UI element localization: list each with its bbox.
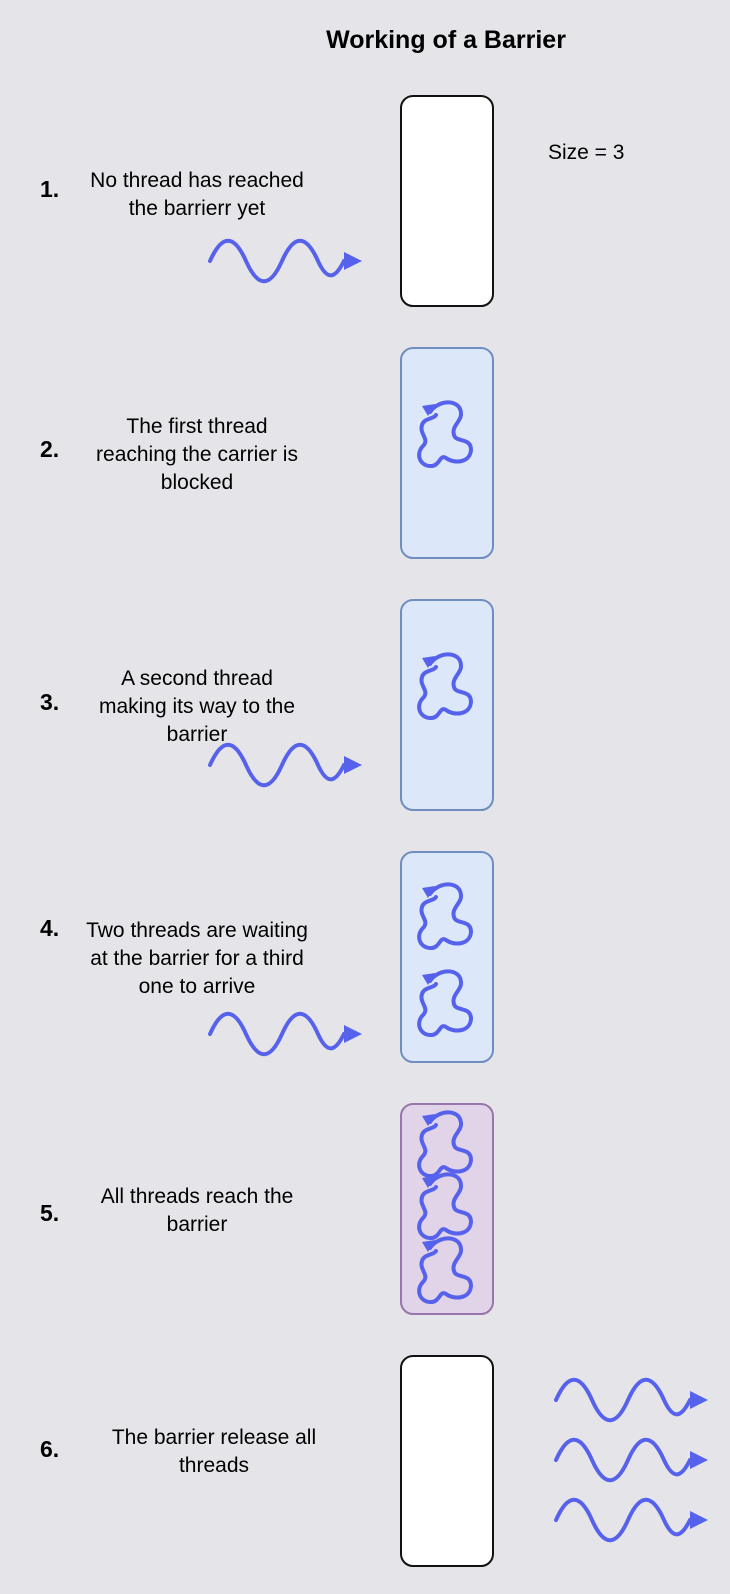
step-4-line-2: at the barrier for a third xyxy=(90,947,304,970)
step-6-line-1: The barrier release all xyxy=(111,1426,317,1449)
step-2-line-3: blocked xyxy=(160,471,234,494)
step-5-description: All threads reach the barrier xyxy=(57,1183,337,1239)
wavy-arrow-icon xyxy=(554,1377,710,1423)
step-1-description: No thread has reached the barrierr yet xyxy=(57,167,337,223)
barrier-box-step-1 xyxy=(400,95,494,307)
step-3-line-2: making its way to the xyxy=(98,695,296,718)
step-4-line-1: Two threads are waiting xyxy=(86,919,308,942)
diagram-title: Working of a Barrier xyxy=(326,26,566,54)
step-1-line-1: No thread has reached xyxy=(90,169,304,192)
step-4-description: Two threads are waiting at the barrier f… xyxy=(57,917,337,1001)
wavy-arrow-icon xyxy=(208,238,364,284)
wavy-arrow-icon xyxy=(554,1437,710,1483)
step-4-line-3: one to arrive xyxy=(138,975,256,998)
step-3-description: A second thread making its way to the ba… xyxy=(57,665,337,749)
barrier-box-step-5 xyxy=(400,1103,494,1315)
step-1-line-2: the barrierr yet xyxy=(128,197,266,220)
wavy-arrow-icon xyxy=(208,1011,364,1057)
step-2-number: 2. xyxy=(40,436,60,462)
step-4-number: 4. xyxy=(40,915,60,941)
step-3-line-3: barrier xyxy=(166,723,228,746)
wavy-arrow-icon xyxy=(554,1497,710,1543)
barrier-box-step-6 xyxy=(400,1355,494,1567)
wavy-arrow-icon xyxy=(208,742,364,788)
barrier-box-step-4 xyxy=(400,851,494,1063)
barrier-box-step-2 xyxy=(400,347,494,559)
step-6-number: 6. xyxy=(40,1436,60,1462)
step-2-description: The first thread reaching the carrier is… xyxy=(57,413,337,497)
step-2-line-2: reaching the carrier is xyxy=(96,443,298,466)
step-3-line-1: A second thread xyxy=(121,667,273,690)
barrier-size-label: Size = 3 xyxy=(548,141,625,164)
step-5-line-2: barrier xyxy=(166,1213,228,1236)
step-5-number: 5. xyxy=(40,1200,60,1226)
step-3-number: 3. xyxy=(40,689,60,715)
barrier-box-step-3 xyxy=(400,599,494,811)
step-6-line-2: threads xyxy=(178,1454,250,1477)
step-1-number: 1. xyxy=(40,176,60,202)
step-2-line-1: The first thread xyxy=(126,415,268,438)
step-6-description: The barrier release all threads xyxy=(74,1424,354,1480)
step-5-line-1: All threads reach the xyxy=(100,1185,294,1208)
